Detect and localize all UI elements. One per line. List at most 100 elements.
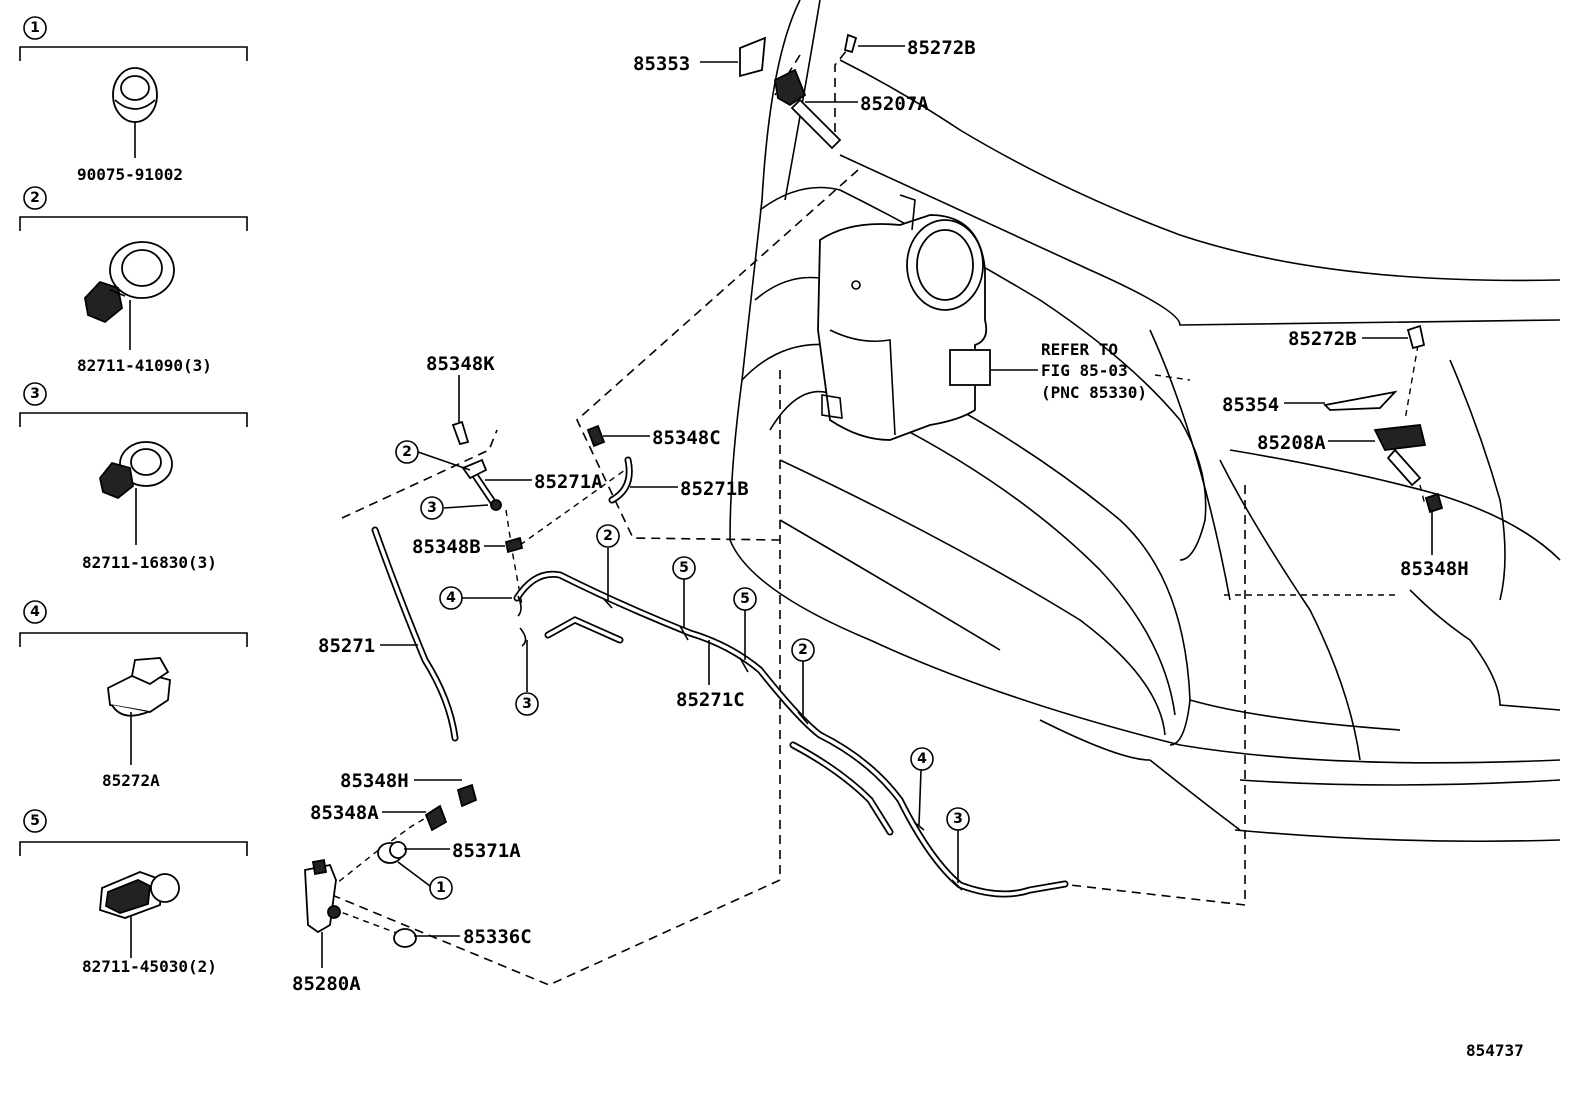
callout-number: 5 [679, 560, 689, 576]
callout-number: 1 [436, 880, 446, 896]
hose-clamp-icon [84, 241, 175, 324]
reference-line-3: (PNC 85330) [1041, 383, 1147, 402]
label-85348K: 85348K [426, 353, 495, 375]
callout-number: 2 [798, 642, 808, 658]
grommet-85336C [393, 928, 417, 948]
callout-circle [791, 638, 815, 662]
label-85353: 85353 [633, 53, 690, 75]
nozzle-85207A [774, 68, 842, 150]
hose-85271A [461, 458, 499, 509]
callout-number: 3 [522, 696, 532, 712]
legend-part-number: 85272A [102, 771, 160, 790]
joint-85348C [586, 424, 606, 448]
nozzle-cover-85353 [739, 36, 767, 78]
legend-item-5: 5 82711-45030(2) [19, 809, 248, 976]
legend-number-circle [23, 16, 47, 40]
label-85280A: 85280A [292, 973, 361, 995]
clip-icon [107, 657, 171, 717]
callout-circle [515, 692, 539, 716]
label-85272B-top: 85272B [907, 37, 976, 59]
legend-bracket [19, 412, 248, 427]
washer-tank [817, 194, 991, 441]
callout-number: 2 [402, 444, 412, 460]
nozzle-85208A [1373, 424, 1427, 487]
figure-id: 854737 [1466, 1041, 1524, 1060]
label-85354: 85354 [1222, 394, 1279, 416]
legend-item-4: 4 85272A [19, 600, 248, 790]
callout-circle [910, 747, 934, 771]
legend-number: 2 [30, 190, 40, 206]
clamp-block-icon [99, 871, 180, 919]
hose-85271C [513, 570, 1069, 898]
legend-number: 1 [30, 20, 40, 36]
callout-number: 3 [953, 811, 963, 827]
clamp-marker [490, 499, 502, 511]
hose-85271B [608, 456, 633, 504]
reference-line-1: REFER TO [1041, 340, 1118, 359]
hose-clamp-icon [99, 441, 173, 500]
legend-number-circle [23, 809, 47, 833]
hose-85271 [371, 526, 459, 742]
label-85348C: 85348C [652, 427, 721, 449]
label-85371A: 85371A [452, 840, 521, 862]
callout-circle [672, 556, 696, 580]
legend-bracket [19, 632, 248, 647]
nozzle-cover-85354 [1323, 390, 1398, 411]
clip-85272B-top [843, 33, 858, 54]
part-labels: 85353 85272B 85207A 85348K 85348C 85271A… [292, 37, 1469, 995]
legend-bracket [19, 841, 248, 856]
label-85348A: 85348A [310, 802, 379, 824]
callout-circle [946, 807, 970, 831]
callout-circle [596, 524, 620, 548]
legend-bracket [19, 216, 248, 231]
callout-circle [420, 496, 444, 520]
valve-85371A [377, 841, 407, 864]
callout-number: 5 [740, 591, 750, 607]
clip-ring-icon [112, 67, 158, 123]
legend-number: 3 [30, 386, 40, 402]
label-85348H-right: 85348H [1400, 558, 1469, 580]
label-85208A: 85208A [1257, 432, 1326, 454]
legend-item-1: 1 90075-91002 [19, 16, 248, 184]
label-85348B: 85348B [412, 536, 481, 558]
legend: 1 90075-91002 2 82711-41090(3) [19, 16, 248, 976]
joint-85348H-right [1424, 492, 1444, 514]
reference-note: REFER TO FIG 85-03 (PNC 85330) [990, 340, 1147, 402]
legend-number-circle [23, 186, 47, 210]
legend-part-number: 82711-45030(2) [82, 957, 217, 976]
joint-85348A [424, 804, 448, 832]
joint-85348H-left [456, 783, 478, 808]
callout-circle [395, 440, 419, 464]
callout-number: 3 [427, 500, 437, 516]
callout-number: 4 [446, 590, 456, 606]
callouts: 2 3 4 3 2 5 5 2 4 [395, 440, 970, 900]
legend-number: 5 [30, 813, 40, 829]
legend-bracket [19, 46, 248, 61]
label-85271B: 85271B [680, 478, 749, 500]
label-85271: 85271 [318, 635, 375, 657]
legend-item-2: 2 82711-41090(3) [19, 186, 248, 375]
label-85271C: 85271C [676, 689, 745, 711]
legend-part-number: 90075-91002 [77, 165, 183, 184]
legend-number-circle [23, 382, 47, 406]
legend-number-circle [23, 600, 47, 624]
reference-line-2: FIG 85-03 [1041, 361, 1128, 380]
vehicle-body-outline [729, 0, 1561, 843]
label-85271A: 85271A [534, 471, 603, 493]
joint-85348K [451, 420, 470, 446]
clip-85272B-right [1406, 324, 1426, 350]
label-85336C: 85336C [463, 926, 532, 948]
legend-part-number: 82711-41090(3) [77, 356, 212, 375]
callout-number: 2 [603, 528, 613, 544]
clamp-ticks [517, 595, 963, 891]
label-85272B-right: 85272B [1288, 328, 1357, 350]
callout-circle [429, 876, 453, 900]
label-85207A: 85207A [860, 93, 929, 115]
callout-circle [733, 587, 757, 611]
callout-circle [439, 586, 463, 610]
callout-number: 4 [917, 751, 927, 767]
label-85348H-left: 85348H [340, 770, 409, 792]
washer-pump-85280A [304, 858, 341, 934]
legend-number: 4 [30, 604, 40, 620]
